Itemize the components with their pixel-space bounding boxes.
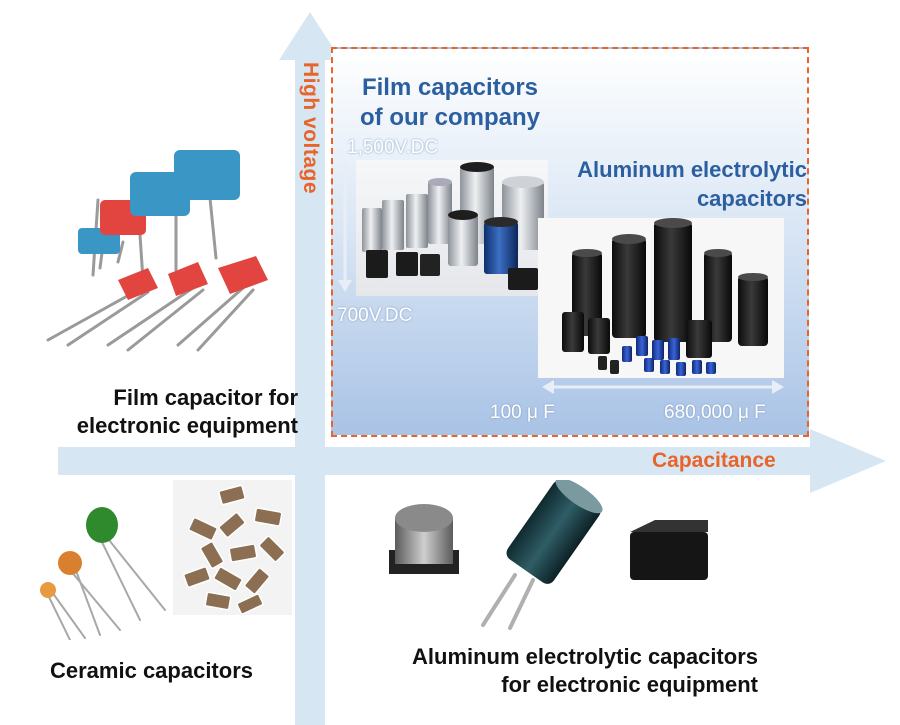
company-film-capacitors-title: Film capacitors of our company — [360, 73, 540, 133]
aluminum-electronic-line2: for electronic equipment — [501, 672, 758, 697]
y-axis-arrow — [279, 12, 341, 725]
aluminum-electronic-line1: Aluminum electrolytic capacitors — [412, 644, 758, 669]
ceramic-label: Ceramic capacitors — [50, 658, 253, 683]
aluminum-title-line1: Aluminum electrolytic — [577, 157, 807, 182]
aluminum-title-line2: capacitors — [696, 186, 807, 211]
x-axis-arrow — [58, 429, 886, 493]
film-capacitors-photo — [356, 160, 548, 296]
film-title-line2: of our company — [360, 104, 541, 131]
aluminum-capacitors-photo — [538, 218, 784, 378]
film-title-line1: Film capacitors — [361, 74, 539, 101]
ceramic-capacitors-photo — [40, 480, 292, 640]
capacitance-high-label: 680,000 μ F — [664, 402, 766, 423]
film-electronic-line1: Film capacitor for — [113, 385, 298, 410]
film-capacitors-illustration — [362, 162, 544, 290]
voltage-low-label: 700V.DC — [337, 305, 413, 326]
blue-red-film-capacitors-photo — [46, 150, 268, 352]
voltage-high-label: 1,500V.DC — [347, 137, 439, 158]
aluminum-electronic-label: Aluminum electrolytic capacitors for ele… — [338, 643, 758, 699]
capacitance-low-label: 100 μ F — [490, 402, 555, 423]
film-electronic-label: Film capacitor for electronic equipment — [30, 384, 298, 440]
x-axis-label: Capacitance — [652, 449, 776, 472]
smd-aluminum-capacitors-photo — [389, 480, 708, 630]
company-aluminum-capacitors-title: Aluminum electrolytic capacitors — [530, 155, 807, 213]
y-axis-label: High voltage — [299, 62, 322, 195]
film-electronic-line2: electronic equipment — [76, 413, 298, 438]
aluminum-capacitors-illustration — [562, 218, 768, 376]
